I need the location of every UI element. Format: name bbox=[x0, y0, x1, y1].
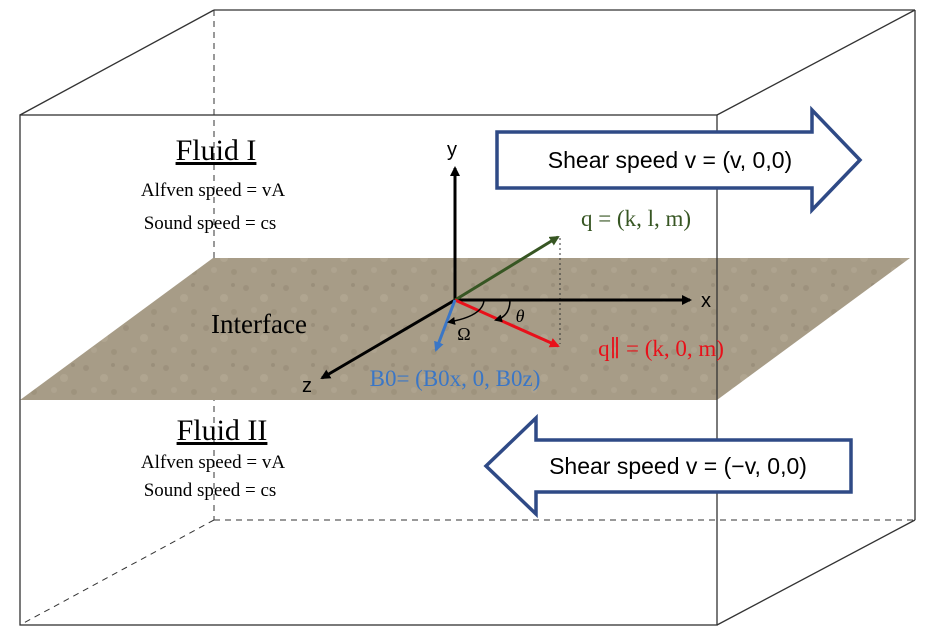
z-axis-arrow bbox=[320, 298, 456, 380]
fluid1-title: Fluid I bbox=[176, 134, 257, 167]
omega-label: Ω bbox=[457, 324, 470, 344]
shear-label-top: Shear speed v = (v, 0,0) bbox=[548, 147, 792, 173]
q-parallel-vector-label: q∥ = (k, 0, m) bbox=[598, 336, 724, 361]
q-parallel-vector-arrow bbox=[454, 298, 560, 348]
b0-vector-label: B0= (B0x, 0, B0z) bbox=[370, 366, 541, 391]
x-axis-label: x bbox=[701, 290, 711, 312]
shear-arrow-bottom bbox=[483, 413, 853, 519]
interface-label: Interface bbox=[211, 309, 307, 339]
interface-plane bbox=[20, 258, 910, 400]
fluid1-alfven: Alfven speed = vA bbox=[141, 180, 285, 201]
fluid2-sound: Sound speed = cs bbox=[144, 480, 277, 501]
omega-angle-arc bbox=[447, 299, 485, 325]
y-axis-label: y bbox=[447, 139, 457, 161]
z-axis-label: z bbox=[302, 375, 312, 397]
b0-vector-arrow bbox=[434, 299, 457, 352]
shear-label-bottom: Shear speed v = (−v, 0,0) bbox=[549, 453, 807, 479]
theta-label: θ bbox=[516, 306, 525, 326]
theta-angle-arc bbox=[494, 299, 511, 323]
box-visible-edges bbox=[19, 9, 916, 626]
fluid2-title: Fluid II bbox=[177, 414, 268, 447]
fluid1-sound: Sound speed = cs bbox=[144, 213, 277, 234]
fluid2-alfven: Alfven speed = vA bbox=[141, 452, 285, 473]
q-vector-arrow bbox=[454, 235, 560, 302]
q-vector-label: q = (k, l, m) bbox=[581, 206, 691, 231]
shear-arrow-top bbox=[495, 105, 863, 215]
